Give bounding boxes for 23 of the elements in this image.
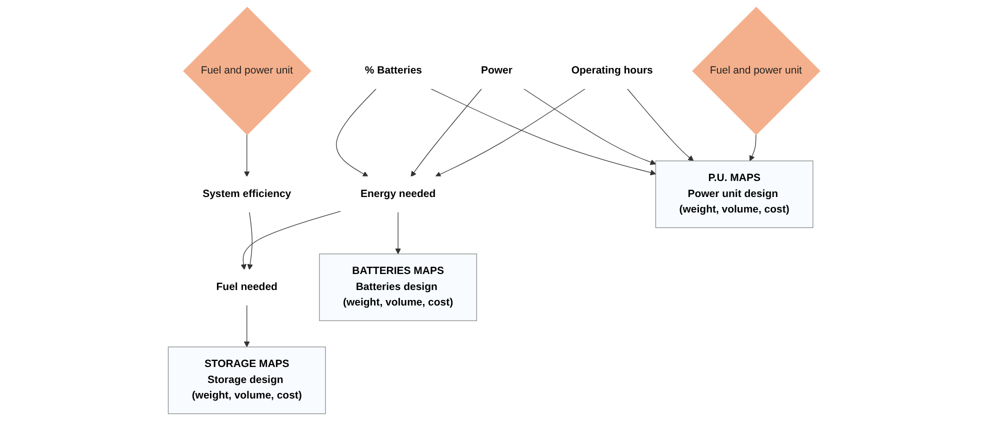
node-text: Operating hours (572, 65, 654, 76)
arrow (750, 134, 757, 162)
node-box: STORAGE MAPS Storage design (weight, volume, cost) (168, 346, 326, 414)
node-box: P.U. MAPS Power unit design (weight, volume, cost) (656, 160, 814, 228)
arrow (436, 88, 586, 177)
node-text: System efficiency (202, 188, 292, 200)
arrow (430, 88, 656, 176)
node-diamond: Fuel and power unit (692, 6, 821, 136)
arrow (411, 88, 482, 177)
arrow (244, 134, 250, 177)
arrow (241, 210, 342, 270)
arrow (627, 88, 694, 162)
arrow (244, 304, 250, 348)
arrow (524, 88, 656, 165)
node-text: Fuel needed (216, 281, 278, 293)
node-box: BATTERIES MAPS Batteries design (weight, volume, cost) (320, 254, 478, 322)
node-text: % Batteries (365, 65, 422, 76)
arrow (336, 88, 378, 177)
node-text: Energy needed (360, 188, 436, 200)
node-diamond: Fuel and power unit (183, 6, 312, 136)
node-text: Power (481, 65, 513, 76)
arrow (248, 212, 254, 270)
arrow (396, 212, 402, 254)
